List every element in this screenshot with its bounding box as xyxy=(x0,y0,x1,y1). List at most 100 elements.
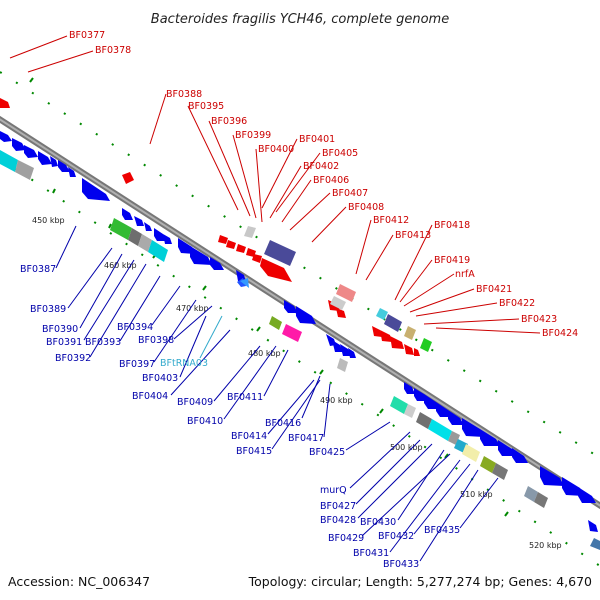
gene-label[interactable]: BF0428 xyxy=(320,515,356,526)
gene-darkgray[interactable] xyxy=(492,463,508,480)
gene-green[interactable] xyxy=(110,218,132,240)
gene-label[interactable]: BF0418 xyxy=(434,220,470,231)
gene-arrow[interactable] xyxy=(236,270,246,282)
gene-label[interactable]: BF0410 xyxy=(187,416,223,427)
gene-arrow[interactable] xyxy=(512,448,528,463)
gene-label[interactable]: BF0397 xyxy=(119,359,155,370)
gene-arrow[interactable] xyxy=(12,138,26,151)
gene-arrow[interactable] xyxy=(414,348,420,356)
gene-label[interactable]: BF0403 xyxy=(142,373,178,384)
gene-arrow[interactable] xyxy=(348,348,356,358)
gene-label[interactable]: BF0389 xyxy=(30,304,66,315)
gene-arrow[interactable] xyxy=(236,244,246,253)
gene-arrow[interactable] xyxy=(480,429,500,446)
gene-label[interactable]: BF0432 xyxy=(378,531,414,542)
gene-cyan[interactable] xyxy=(148,240,168,262)
gene-label[interactable]: BF0407 xyxy=(332,188,368,199)
gene-mint[interactable] xyxy=(390,396,408,414)
gene-arrow[interactable] xyxy=(404,344,414,355)
gene-label[interactable]: BF0412 xyxy=(373,215,409,226)
gene-arrow[interactable] xyxy=(284,300,298,313)
gene-arrow[interactable] xyxy=(50,156,58,167)
gene-arrow[interactable] xyxy=(24,145,38,158)
gene-label[interactable]: BF0435 xyxy=(424,525,460,536)
rna-gene-label[interactable]: BFtRNA03 xyxy=(160,358,208,369)
gene-gray[interactable] xyxy=(138,234,152,252)
gene-label[interactable]: BF0378 xyxy=(95,45,131,56)
gene-label[interactable]: BF0431 xyxy=(353,548,389,559)
gene-label[interactable]: BF0394 xyxy=(117,322,153,333)
gene-arrow[interactable] xyxy=(404,382,415,394)
gene-label[interactable]: BF0405 xyxy=(322,148,358,159)
gene-olive[interactable] xyxy=(480,456,496,473)
gene-arrow[interactable] xyxy=(163,234,172,244)
gene-label[interactable]: BF0396 xyxy=(211,116,247,127)
gene-gray[interactable] xyxy=(330,296,346,310)
gene-label[interactable]: BF0411 xyxy=(227,392,263,403)
gene-cyan[interactable] xyxy=(428,419,452,441)
gene-label[interactable]: BF0423 xyxy=(521,314,557,325)
gene-arrow[interactable] xyxy=(540,466,564,486)
gene-label[interactable]: BF0391 xyxy=(46,337,82,348)
gene-arrow[interactable] xyxy=(38,151,52,165)
gene-arrow[interactable] xyxy=(122,208,133,220)
gene-label[interactable]: BF0387 xyxy=(20,264,56,275)
gene-gray[interactable] xyxy=(15,160,34,180)
gene-cyan[interactable] xyxy=(376,308,388,320)
gene-arrow[interactable] xyxy=(380,330,392,342)
gene-arrow[interactable] xyxy=(226,240,236,249)
gene-label[interactable]: BF0377 xyxy=(69,30,105,41)
gene-arrow[interactable] xyxy=(578,487,596,503)
gene-arrow[interactable] xyxy=(462,418,484,437)
gene-magenta[interactable] xyxy=(282,324,302,342)
gene-arrow[interactable] xyxy=(336,308,346,318)
gene-olive[interactable] xyxy=(269,316,282,330)
gene-label[interactable]: BF0433 xyxy=(383,559,419,570)
gene-darkgray[interactable] xyxy=(534,492,548,508)
gene-gray[interactable] xyxy=(337,358,348,372)
gene-arrow[interactable] xyxy=(332,340,343,352)
gene-arrow[interactable] xyxy=(252,254,262,263)
gene-label[interactable]: BF0415 xyxy=(236,446,272,457)
gene-arrow[interactable] xyxy=(0,98,10,108)
gene-label[interactable]: BF0395 xyxy=(188,101,224,112)
gene-arrow[interactable] xyxy=(372,326,382,337)
gene-label[interactable]: BF0393 xyxy=(85,337,121,348)
gene-darkgray[interactable] xyxy=(128,228,142,246)
gene-label[interactable]: BF0392 xyxy=(55,353,91,364)
gene-yellow[interactable] xyxy=(462,444,480,462)
gene-label[interactable]: BF0413 xyxy=(395,230,431,241)
gene-arrow[interactable] xyxy=(218,235,228,244)
gene-label[interactable]: BF0408 xyxy=(348,202,384,213)
gene-label[interactable]: BF0419 xyxy=(434,255,470,266)
gene-label[interactable]: BF0414 xyxy=(231,431,267,442)
gene-label[interactable]: BF0406 xyxy=(313,175,349,186)
gene-arrow[interactable] xyxy=(0,131,12,142)
gene-label[interactable]: BF0390 xyxy=(42,324,78,335)
gene-gray[interactable] xyxy=(244,226,256,238)
gene-label[interactable]: BF0401 xyxy=(299,134,335,145)
gene-arrow[interactable] xyxy=(154,228,166,241)
gene-label[interactable]: BF0402 xyxy=(303,161,339,172)
gene-label[interactable]: BF0417 xyxy=(288,433,324,444)
gene-label[interactable]: BF0416 xyxy=(265,418,301,429)
gene-arrow[interactable] xyxy=(240,278,249,288)
gene-arrow[interactable] xyxy=(588,520,598,532)
gene-label[interactable]: BF0400 xyxy=(258,144,294,155)
gene-label[interactable]: BF0424 xyxy=(542,328,578,339)
gene-green[interactable] xyxy=(420,338,432,352)
gene-tan[interactable] xyxy=(404,326,416,340)
gene-arrow[interactable] xyxy=(58,160,70,172)
gene-label[interactable]: BF0427 xyxy=(320,501,356,512)
gene-label[interactable]: BF0388 xyxy=(166,89,202,100)
gene-label[interactable]: murQ xyxy=(320,485,347,496)
gene-arrow[interactable] xyxy=(82,178,110,201)
gene-arrow[interactable] xyxy=(448,410,464,425)
gene-arrow[interactable] xyxy=(144,222,152,231)
gene-gray[interactable] xyxy=(404,404,416,418)
gene-label[interactable]: BF0429 xyxy=(328,533,364,544)
gene-pink[interactable] xyxy=(336,284,356,302)
gene-arrow[interactable] xyxy=(134,216,144,226)
gene-darkgray[interactable] xyxy=(416,412,432,429)
gene-label[interactable]: BF0409 xyxy=(177,397,213,408)
